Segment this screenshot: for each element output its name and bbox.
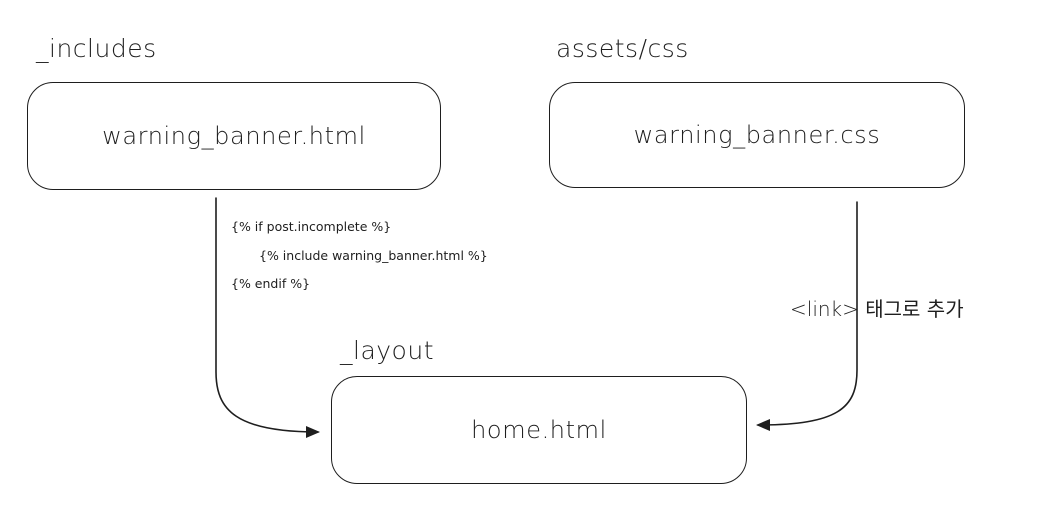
group-label-layout: _layout	[340, 336, 435, 365]
node-home-html: home.html	[331, 376, 747, 484]
include-edge-arrow	[215, 197, 320, 438]
node-warning-banner-html: warning_banner.html	[27, 82, 441, 190]
node-label: warning_banner.html	[102, 122, 366, 150]
include-code-line-1: {% if post.incomplete %}	[231, 219, 392, 234]
group-label-assets-css: assets/css	[556, 34, 689, 63]
node-warning-banner-css: warning_banner.css	[549, 82, 965, 188]
node-label: warning_banner.css	[633, 121, 881, 149]
include-code-line-2: {% include warning_banner.html %}	[259, 248, 488, 263]
css-edge-label: <link> 태그로 추가	[790, 297, 964, 321]
include-code-line-3: {% endif %}	[231, 276, 311, 291]
css-edge-arrow	[756, 201, 858, 431]
node-label: home.html	[471, 416, 607, 444]
group-label-includes: _includes	[36, 34, 157, 63]
